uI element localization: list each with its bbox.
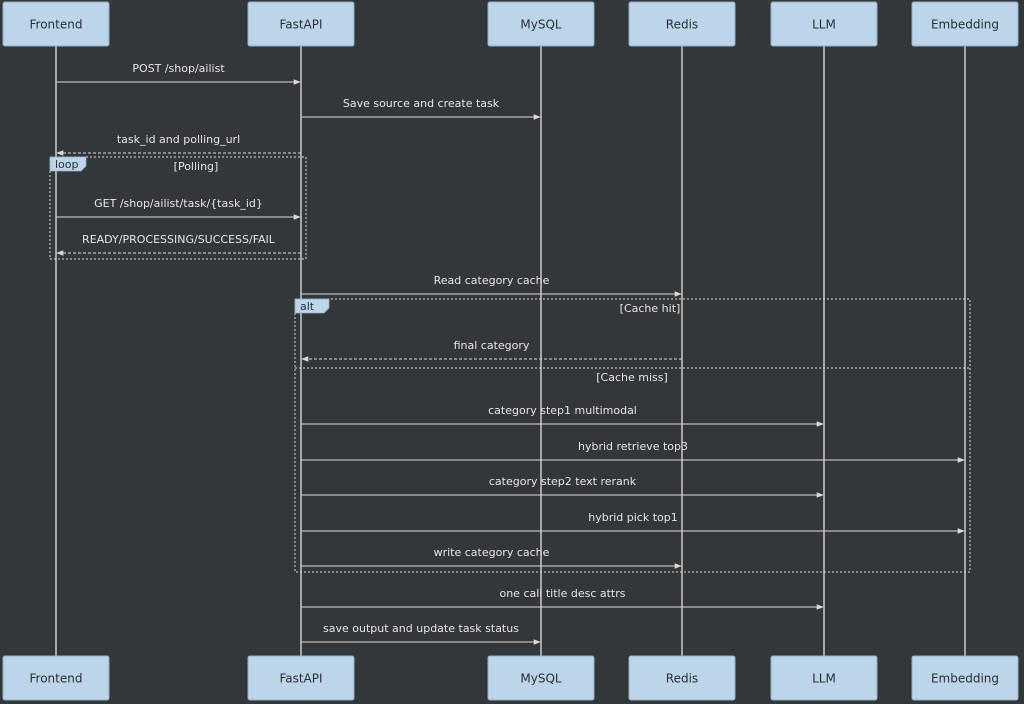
- message: save output and update task status: [301, 622, 541, 645]
- participant-embedding-top: Embedding: [911, 1, 1019, 47]
- participant-box: [770, 1, 878, 47]
- message-label: hybrid retrieve top3: [578, 440, 688, 453]
- message: final category: [301, 339, 682, 362]
- participant-embedding-bottom: Embedding: [911, 655, 1019, 701]
- participant-llm-top: LLM: [770, 1, 878, 47]
- loop-condition: [Polling]: [174, 160, 219, 173]
- loop-tag: [49, 156, 87, 172]
- participant-label: Frontend: [30, 18, 83, 32]
- loop-tag-label: loop: [55, 158, 79, 171]
- participant-llm-bottom: LLM: [770, 655, 878, 701]
- participant-box: [487, 655, 595, 701]
- message-label: Read category cache: [434, 274, 550, 287]
- participant-label: Frontend: [30, 672, 83, 686]
- participant-label: Embedding: [931, 672, 999, 686]
- participant-box: [628, 1, 736, 47]
- message: one call title desc attrs: [301, 587, 824, 610]
- alt-condition: [Cache miss]: [596, 371, 668, 384]
- message-label: final category: [454, 339, 530, 352]
- participant-label: Redis: [666, 18, 698, 32]
- participant-box: [628, 655, 736, 701]
- alt-frame: [294, 298, 971, 573]
- message-label: hybrid pick top1: [588, 511, 678, 524]
- message: write category cache: [301, 546, 682, 569]
- message-label: GET /shop/ailist/task/{task_id}: [94, 197, 263, 210]
- alt-condition: [Cache hit]: [620, 302, 681, 315]
- lifelines: [55, 46, 966, 656]
- message: READY/PROCESSING/SUCCESS/FAIL: [56, 233, 301, 256]
- participant-frontend-bottom: Frontend: [2, 655, 110, 701]
- loop-frame: [49, 156, 307, 260]
- message-label: one call title desc attrs: [499, 587, 625, 600]
- message-label: write category cache: [434, 546, 550, 559]
- message: hybrid pick top1: [301, 511, 965, 534]
- message: Read category cache: [301, 274, 682, 297]
- participant-label: LLM: [812, 18, 836, 32]
- participant-redis-top: Redis: [628, 1, 736, 47]
- participant-box: [487, 1, 595, 47]
- participant-label: FastAPI: [279, 18, 322, 32]
- alt-fragment: alt [Cache hit] [Cache miss]: [294, 298, 971, 573]
- message: GET /shop/ailist/task/{task_id}: [56, 197, 301, 220]
- message: hybrid retrieve top3: [301, 440, 965, 463]
- message-label: category step2 text rerank: [489, 475, 637, 488]
- participant-box: [2, 1, 110, 47]
- participant-box: [770, 655, 878, 701]
- participant-mysql-bottom: MySQL: [487, 655, 595, 701]
- participant-label: Redis: [666, 672, 698, 686]
- participant-label: FastAPI: [279, 672, 322, 686]
- participant-redis-bottom: Redis: [628, 655, 736, 701]
- participant-label: Embedding: [931, 18, 999, 32]
- message-label: task_id and polling_url: [117, 133, 240, 146]
- message-label: Save source and create task: [343, 97, 500, 110]
- participant-fastapi-top: FastAPI: [247, 1, 355, 47]
- participant-label: LLM: [812, 672, 836, 686]
- participant-label: MySQL: [520, 18, 562, 32]
- message: category step2 text rerank: [301, 475, 824, 498]
- message: category step1 multimodal: [301, 404, 824, 427]
- alt-tag-label: alt: [300, 300, 315, 313]
- message-label: POST /shop/ailist: [132, 62, 225, 75]
- message: POST /shop/ailist: [56, 62, 301, 85]
- participant-fastapi-bottom: FastAPI: [247, 655, 355, 701]
- message: task_id and polling_url: [56, 133, 301, 156]
- participant-box: [911, 655, 1019, 701]
- participant-frontend-top: Frontend: [2, 1, 110, 47]
- participant-mysql-top: MySQL: [487, 1, 595, 47]
- alt-tag: [294, 298, 330, 314]
- message-label: category step1 multimodal: [488, 404, 637, 417]
- message-label: save output and update task status: [323, 622, 519, 635]
- participant-box: [911, 1, 1019, 47]
- participant-label: MySQL: [520, 672, 562, 686]
- loop-fragment: loop [Polling]: [49, 156, 307, 260]
- participant-box: [2, 655, 110, 701]
- message: Save source and create task: [301, 97, 541, 120]
- participant-box: [247, 1, 355, 47]
- message-label: READY/PROCESSING/SUCCESS/FAIL: [82, 233, 276, 246]
- participants-bottom: Frontend FastAPI MySQL Redis LLM Embedding: [2, 655, 1019, 701]
- participants-top: Frontend FastAPI MySQL Redis LLM Embedding: [2, 1, 1019, 47]
- fragments: loop [Polling] alt [Cache hit] [Cache miss]: [49, 156, 971, 573]
- participant-box: [247, 655, 355, 701]
